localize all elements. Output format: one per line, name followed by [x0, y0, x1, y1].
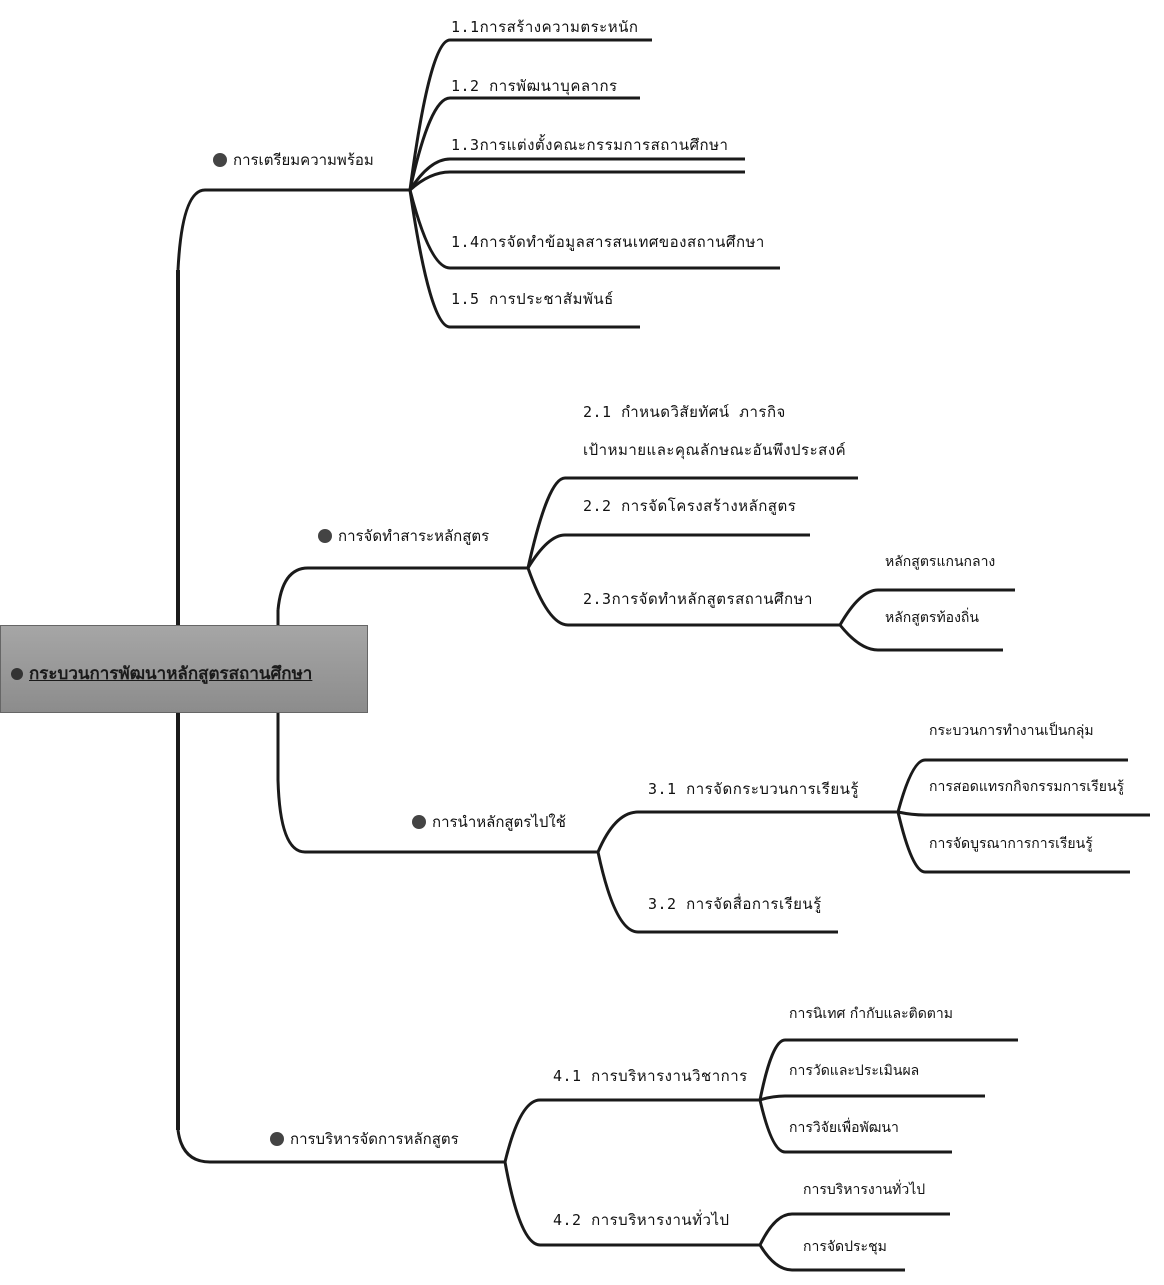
- branch-4-underline: [176, 1129, 505, 1164]
- branch-4-item-2-sub-2[interactable]: การจัดประชุม: [803, 1239, 887, 1255]
- branch-1-item-4[interactable]: 1.4การจัดทำข้อมูลสารสนเทศของสถานศึกษา: [451, 233, 765, 251]
- branch-4-sub-1-connector: [758, 1038, 1018, 1101]
- branch-1-connector-a: [408, 38, 652, 191]
- branch-3-underline: [276, 779, 598, 854]
- branch-4-item-2-sub-2-connector: [758, 1244, 905, 1272]
- root-topic[interactable]: กระบวนการพัฒนาหลักสูตรสถานศึกษา: [0, 625, 368, 713]
- branch-4-item-1-sub-1[interactable]: การนิเทศ กำกับและติดตาม: [789, 1006, 953, 1022]
- branch-2-item-3-sub-2[interactable]: หลักสูตรท้องถิ่น: [885, 610, 979, 626]
- branch-1-item-5[interactable]: 1.5 การประชาสัมพันธ์: [451, 290, 614, 308]
- branch-2-title[interactable]: การจัดทำสาระหลักสูตร: [318, 527, 489, 545]
- branch-3-item-2[interactable]: 3.2 การจัดสื่อการเรียนรู้: [648, 895, 822, 913]
- branch-3-sub-2-connector: [897, 810, 1150, 817]
- bullet-icon: [213, 153, 227, 167]
- branch-2-item-3-connector: [526, 567, 840, 627]
- branch-4-sub-3-connector: [758, 1099, 952, 1154]
- branch-4-item-2[interactable]: 4.2 การบริหารงานทั่วไป: [553, 1211, 730, 1229]
- branch-1-connector-e: [408, 189, 780, 270]
- branch-2-sub-1-connector: [838, 588, 1015, 626]
- branch-3-sub-3-connector: [896, 811, 1130, 874]
- branch-2-item-3-sub-1[interactable]: หลักสูตรแกนกลาง: [885, 554, 996, 570]
- branch-4-title[interactable]: การบริหารจัดการหลักสูตร: [270, 1130, 459, 1148]
- branch-1-item-3[interactable]: 1.3การแต่งตั้งคณะกรรมการสถานศึกษา: [451, 136, 729, 154]
- branch-3-title[interactable]: การนำหลักสูตรไปใช้: [412, 813, 566, 831]
- branch-4-item-2-connector: [503, 1161, 760, 1247]
- branch-4-item-1-sub-2[interactable]: การวัดและประเมินผล: [789, 1063, 920, 1079]
- branch-2-underline: [276, 566, 528, 611]
- branch-4-item-1[interactable]: 4.1 การบริหารงานวิชาการ: [553, 1067, 748, 1085]
- branch-1-connector-f: [408, 189, 640, 329]
- branch-2-item-1-connector: [526, 476, 858, 569]
- bullet-icon: [318, 529, 332, 543]
- branch-1-title[interactable]: การเตรียมความพร้อม: [213, 151, 374, 169]
- branch-2-item-1-line-1[interactable]: 2.1 กำหนดวิสัยทัศน์ ภารกิจ: [583, 403, 786, 421]
- branch-4-item-2-sub-1-connector: [758, 1212, 950, 1246]
- bullet-icon: [412, 815, 426, 829]
- branch-1-underline: [176, 188, 410, 271]
- branch-1-connector-c: [408, 157, 745, 191]
- branch-2-item-1-line-2[interactable]: เป้าหมายและคุณลักษณะอันพึงประสงค์: [583, 441, 847, 459]
- branch-3-item-1[interactable]: 3.1 การจัดกระบวนการเรียนรู้: [648, 780, 859, 798]
- branch-3-item-1-sub-1[interactable]: กระบวนการทำงานเป็นกลุ่ม: [929, 723, 1094, 739]
- branch-2-sub-2-connector: [838, 624, 1003, 652]
- branch-4-sub-2-connector: [759, 1094, 985, 1102]
- branch-4-item-1-sub-3[interactable]: การวิจัยเพื่อพัฒนา: [789, 1120, 899, 1136]
- branch-2-item-2-connector: [526, 533, 810, 569]
- branch-2-item-3[interactable]: 2.3การจัดทำหลักสูตรสถานศึกษา: [583, 590, 813, 608]
- bullet-icon: [270, 1132, 284, 1146]
- branch-1-connector-b: [408, 96, 640, 191]
- root-topic-label: กระบวนการพัฒนาหลักสูตรสถานศึกษา: [11, 660, 312, 687]
- branch-1-connector-d: [408, 170, 745, 192]
- branch-3-item-2-connector: [596, 851, 838, 934]
- branch-1-item-1[interactable]: 1.1การสร้างความตระหนัก: [451, 18, 639, 36]
- branch-3-item-1-sub-3[interactable]: การจัดบูรณาการการเรียนรู้: [929, 836, 1093, 852]
- branch-4-item-1-connector: [503, 1098, 760, 1163]
- branch-3-sub-1-connector: [896, 758, 1128, 813]
- branch-2-item-2[interactable]: 2.2 การจัดโครงสร้างหลักสูตร: [583, 497, 797, 515]
- branch-3-item-1-sub-2[interactable]: การสอดแทรกกิจกรรมการเรียนรู้: [929, 779, 1125, 795]
- branch-1-item-2[interactable]: 1.2 การพัฒนาบุคลากร: [451, 77, 618, 95]
- branch-4-item-2-sub-1[interactable]: การบริหารงานทั่วไป: [803, 1182, 926, 1198]
- branch-3-item-1-connector: [596, 810, 898, 853]
- root-bullet-icon: [11, 668, 23, 680]
